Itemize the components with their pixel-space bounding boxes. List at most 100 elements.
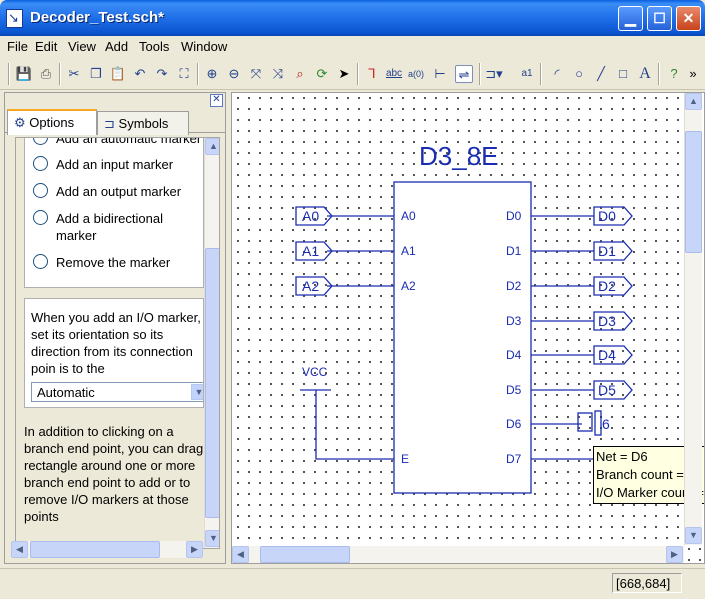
scroll-down-button[interactable]: ▼ bbox=[205, 530, 219, 547]
add-rectangle-icon[interactable]: □ bbox=[619, 66, 627, 81]
cursor-coordinates: [668,684] bbox=[612, 573, 682, 593]
paste-icon[interactable]: 📋 bbox=[109, 66, 127, 81]
scroll-thumb[interactable] bbox=[30, 541, 160, 558]
add-bus-icon[interactable]: a(0) bbox=[407, 69, 424, 79]
panel-tabs: ⚙ Options ⊐ Symbols bbox=[5, 109, 225, 135]
output-marker-d3[interactable] bbox=[593, 311, 633, 331]
output-marker-d4[interactable] bbox=[593, 345, 633, 365]
add-instance-name-icon[interactable]: a1 bbox=[521, 68, 533, 79]
find-icon[interactable]: ⛶ bbox=[179, 66, 189, 81]
scroll-thumb[interactable] bbox=[205, 248, 219, 518]
chevron-down-icon[interactable]: ▼ bbox=[191, 384, 203, 400]
add-net-name-icon[interactable]: abc bbox=[385, 68, 403, 79]
close-icon[interactable]: ✕ bbox=[210, 94, 223, 107]
input-marker-a2[interactable] bbox=[295, 276, 333, 296]
scroll-thumb[interactable] bbox=[685, 131, 702, 253]
menu-file[interactable]: File bbox=[7, 39, 28, 54]
marker-label-d0: D0 bbox=[598, 208, 616, 224]
options-vertical-scrollbar[interactable]: ▲ ▼ bbox=[204, 138, 219, 548]
refresh-icon[interactable]: ⟳ bbox=[316, 66, 328, 81]
add-symbol-icon[interactable]: ⊐▾ bbox=[485, 66, 503, 81]
panel-horizontal-scrollbar[interactable]: ◀ ▶ bbox=[11, 541, 203, 558]
undo-icon[interactable]: ↶ bbox=[134, 66, 146, 81]
close-button[interactable]: ✕ bbox=[676, 6, 701, 31]
maximize-button[interactable]: ☐ bbox=[647, 6, 672, 31]
output-marker-d2[interactable] bbox=[593, 276, 633, 296]
pin-label-d4: D4 bbox=[506, 348, 522, 362]
zoom-selected-icon[interactable]: ⤨ bbox=[272, 66, 284, 81]
output-marker-d1[interactable] bbox=[593, 241, 633, 261]
minimize-button[interactable]: ▁ bbox=[618, 6, 643, 31]
pin-label-d7: D7 bbox=[506, 452, 522, 466]
radio-button[interactable] bbox=[33, 183, 48, 198]
output-marker-d0[interactable] bbox=[593, 206, 633, 226]
scroll-right-button[interactable]: ▶ bbox=[666, 546, 683, 563]
zoom-box-icon[interactable]: ⌕ bbox=[296, 66, 304, 81]
io-marker-options: Add an automatic marker Add an input mar… bbox=[24, 138, 204, 288]
save-icon[interactable]: 💾 bbox=[15, 66, 33, 81]
radio-button[interactable] bbox=[33, 254, 48, 269]
toolbar-separator bbox=[540, 63, 542, 85]
input-marker-a0[interactable] bbox=[295, 206, 333, 226]
wire-enable[interactable] bbox=[315, 390, 394, 460]
add-arc-icon[interactable]: ◜ bbox=[554, 66, 560, 81]
add-io-marker-icon[interactable]: ⇌ bbox=[455, 65, 473, 83]
radio-button[interactable] bbox=[33, 138, 48, 145]
add-circle-icon[interactable]: ○ bbox=[575, 66, 583, 81]
print-icon[interactable]: ⎙ bbox=[40, 66, 52, 81]
toolbar-separator bbox=[59, 63, 61, 85]
decoder-symbol[interactable] bbox=[393, 181, 532, 494]
cut-icon[interactable]: ✂ bbox=[68, 66, 80, 81]
zoom-fit-icon[interactable]: ⤧ bbox=[250, 66, 262, 81]
toolbar-grip bbox=[8, 63, 10, 85]
pin-label-a2: A2 bbox=[401, 279, 416, 293]
select-arrow-icon[interactable]: ➤ bbox=[338, 66, 350, 81]
scroll-thumb[interactable] bbox=[260, 546, 350, 563]
canvas-horizontal-scrollbar[interactable]: ◀ ▶ bbox=[232, 546, 684, 563]
symbols-tab-icon: ⊐ bbox=[104, 116, 115, 131]
pin-label-e: E bbox=[401, 452, 409, 466]
schematic-app-icon[interactable] bbox=[6, 9, 23, 28]
orientation-box: When you add an I/O marker, set its orie… bbox=[24, 298, 204, 408]
vcc-label: VCC bbox=[302, 365, 328, 379]
radio-button[interactable] bbox=[33, 156, 48, 171]
add-text-icon[interactable]: A bbox=[639, 65, 651, 82]
io-marker-cursor-icon bbox=[594, 410, 602, 436]
scroll-up-button[interactable]: ▲ bbox=[205, 138, 219, 155]
component-name: D3_8E bbox=[419, 141, 499, 171]
help-icon[interactable]: ? bbox=[670, 66, 678, 81]
add-bus-tap-icon[interactable]: ⊢ bbox=[434, 66, 446, 81]
marker-label-a0: A0 bbox=[302, 208, 319, 224]
scroll-left-button[interactable]: ◀ bbox=[232, 546, 249, 563]
tab-options[interactable]: ⚙ Options bbox=[7, 109, 97, 135]
toolbar: 💾 ⎙ ✂ ❐ 📋 ↶ ↷ ⛶ ⊕ ⊖ ⤧ ⤨ ⌕ ⟳ ➤ ⅂ abc a(0)… bbox=[0, 58, 705, 90]
pin-label-a0: A0 bbox=[401, 209, 416, 223]
canvas-vertical-scrollbar[interactable]: ▲ ▼ bbox=[684, 93, 702, 545]
scroll-up-button[interactable]: ▲ bbox=[685, 93, 702, 110]
title-bar[interactable]: Decoder_Test.sch* ▁ ☐ ✕ bbox=[0, 0, 705, 36]
scroll-left-button[interactable]: ◀ bbox=[11, 541, 28, 558]
radio-button[interactable] bbox=[33, 210, 48, 225]
tab-symbols[interactable]: ⊐ Symbols bbox=[97, 111, 189, 135]
status-bar: [668,684] bbox=[0, 568, 705, 599]
zoom-in-icon[interactable]: ⊕ bbox=[206, 66, 218, 81]
marker-label-d2: D2 bbox=[598, 278, 616, 294]
scroll-right-button[interactable]: ▶ bbox=[186, 541, 203, 558]
copy-icon[interactable]: ❐ bbox=[90, 66, 102, 81]
menu-view[interactable]: View bbox=[68, 39, 96, 54]
more-icon[interactable]: » bbox=[689, 66, 697, 81]
add-wire-icon[interactable]: ⅂ bbox=[368, 66, 376, 81]
zoom-out-icon[interactable]: ⊖ bbox=[228, 66, 240, 81]
menu-tools[interactable]: Tools bbox=[139, 39, 170, 54]
window-title: Decoder_Test.sch* bbox=[30, 9, 164, 26]
add-line-icon[interactable]: ╱ bbox=[597, 66, 605, 81]
input-marker-a1[interactable] bbox=[295, 241, 333, 261]
scroll-down-button[interactable]: ▼ bbox=[685, 527, 702, 544]
orientation-select[interactable]: Automatic ▼ bbox=[31, 382, 203, 402]
redo-icon[interactable]: ↷ bbox=[156, 66, 168, 81]
output-marker-d5[interactable] bbox=[593, 380, 633, 400]
schematic-canvas[interactable]: D3_8E bbox=[231, 92, 705, 564]
menu-edit[interactable]: Edit bbox=[35, 39, 58, 54]
menu-window[interactable]: Window bbox=[181, 39, 228, 54]
menu-add[interactable]: Add bbox=[105, 39, 129, 54]
